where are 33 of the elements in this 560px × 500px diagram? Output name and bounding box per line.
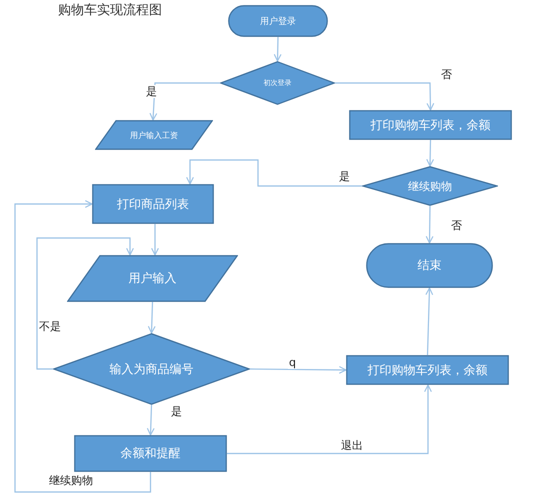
arrow bbox=[148, 302, 156, 334]
process-box: 打印商品列表 bbox=[92, 184, 214, 224]
arrow bbox=[14, 200, 152, 493]
edge-label: 是 bbox=[170, 405, 183, 418]
arrow bbox=[335, 82, 434, 111]
arrow bbox=[149, 82, 220, 121]
arrow bbox=[426, 206, 434, 244]
arrow bbox=[425, 287, 434, 356]
edge-label: 是 bbox=[338, 170, 351, 183]
input-parallelogram: 用户输入 bbox=[67, 255, 238, 302]
arrow bbox=[274, 36, 282, 62]
arrow bbox=[36, 237, 134, 370]
decision-diamond: 输入为商品编号 bbox=[53, 333, 250, 405]
process-box: 打印购物车列表，余额 bbox=[346, 355, 509, 385]
edge-label: 继续购物 bbox=[48, 474, 94, 487]
edge-label: 不是 bbox=[38, 320, 62, 333]
edge-label: 是 bbox=[145, 85, 158, 98]
decision-diamond: 继续购物 bbox=[362, 166, 498, 206]
process-box: 打印购物车列表，余额 bbox=[349, 110, 512, 140]
arrow bbox=[227, 384, 432, 454]
terminal-shape: 结束 bbox=[366, 243, 493, 288]
diagram-title: 购物车实现流程图 bbox=[58, 2, 162, 19]
arrow bbox=[186, 159, 362, 187]
edge-label: 否 bbox=[450, 219, 463, 232]
input-parallelogram: 用户输入工资 bbox=[95, 120, 213, 150]
terminal-shape: 用户登录 bbox=[228, 5, 328, 37]
arrow bbox=[146, 404, 155, 436]
edge-label: 退出 bbox=[340, 439, 364, 452]
arrow bbox=[426, 140, 434, 167]
edge-label: 否 bbox=[440, 68, 453, 81]
process-box: 余额和提醒 bbox=[74, 435, 227, 472]
arrow bbox=[250, 366, 347, 374]
arrow bbox=[151, 224, 159, 256]
